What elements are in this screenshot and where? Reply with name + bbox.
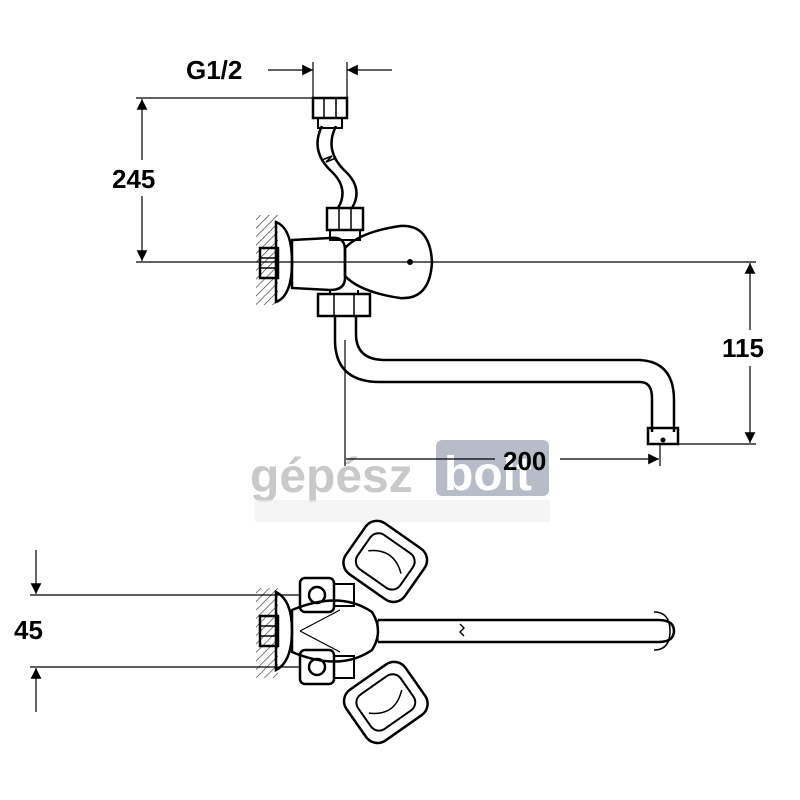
g12-fitting	[311, 96, 349, 120]
dim-height-supply: 245	[112, 97, 756, 263]
lower-handle	[342, 660, 429, 745]
plan-spout-end	[657, 618, 676, 644]
watermark-right-text: bolt	[444, 448, 532, 501]
watermark-box	[436, 440, 549, 496]
watermark-left-text: gépész	[250, 450, 413, 503]
dim-height-spout-label: 115	[722, 333, 764, 363]
watermark-reflection	[255, 500, 550, 522]
lower-inlet-nut	[298, 648, 336, 686]
spout-nut	[316, 292, 372, 318]
dim-height-supply-label: 245	[112, 164, 155, 194]
dim-height-spout: 115	[678, 263, 764, 445]
wall-hatch-top	[256, 215, 278, 305]
supply-nut-bottom	[325, 206, 365, 232]
plan-view	[256, 519, 676, 745]
dim-spout-reach: 200	[344, 340, 661, 476]
plan-body	[290, 599, 380, 663]
dim-inlet-spacing-label: 45	[14, 615, 43, 645]
wall-hatch-bottom	[256, 588, 278, 678]
upper-inlet-nut	[298, 576, 336, 614]
dim-inlet-spacing: 45	[14, 550, 300, 712]
supply-pipe-left	[316, 125, 344, 209]
supply-pipe-right	[330, 125, 358, 209]
dim-spout-reach-label: 200	[503, 446, 546, 476]
plan-wall-nut	[258, 614, 280, 648]
side-view	[256, 96, 680, 446]
valve-body	[290, 236, 347, 292]
dim-thread-label: G1/2	[186, 55, 242, 85]
upper-handle	[342, 519, 429, 604]
aerator	[646, 426, 680, 446]
spout-inner	[354, 316, 676, 432]
dim-thread: G1/2	[186, 55, 392, 98]
spout-outer	[333, 316, 654, 432]
wall-nut	[258, 246, 280, 280]
